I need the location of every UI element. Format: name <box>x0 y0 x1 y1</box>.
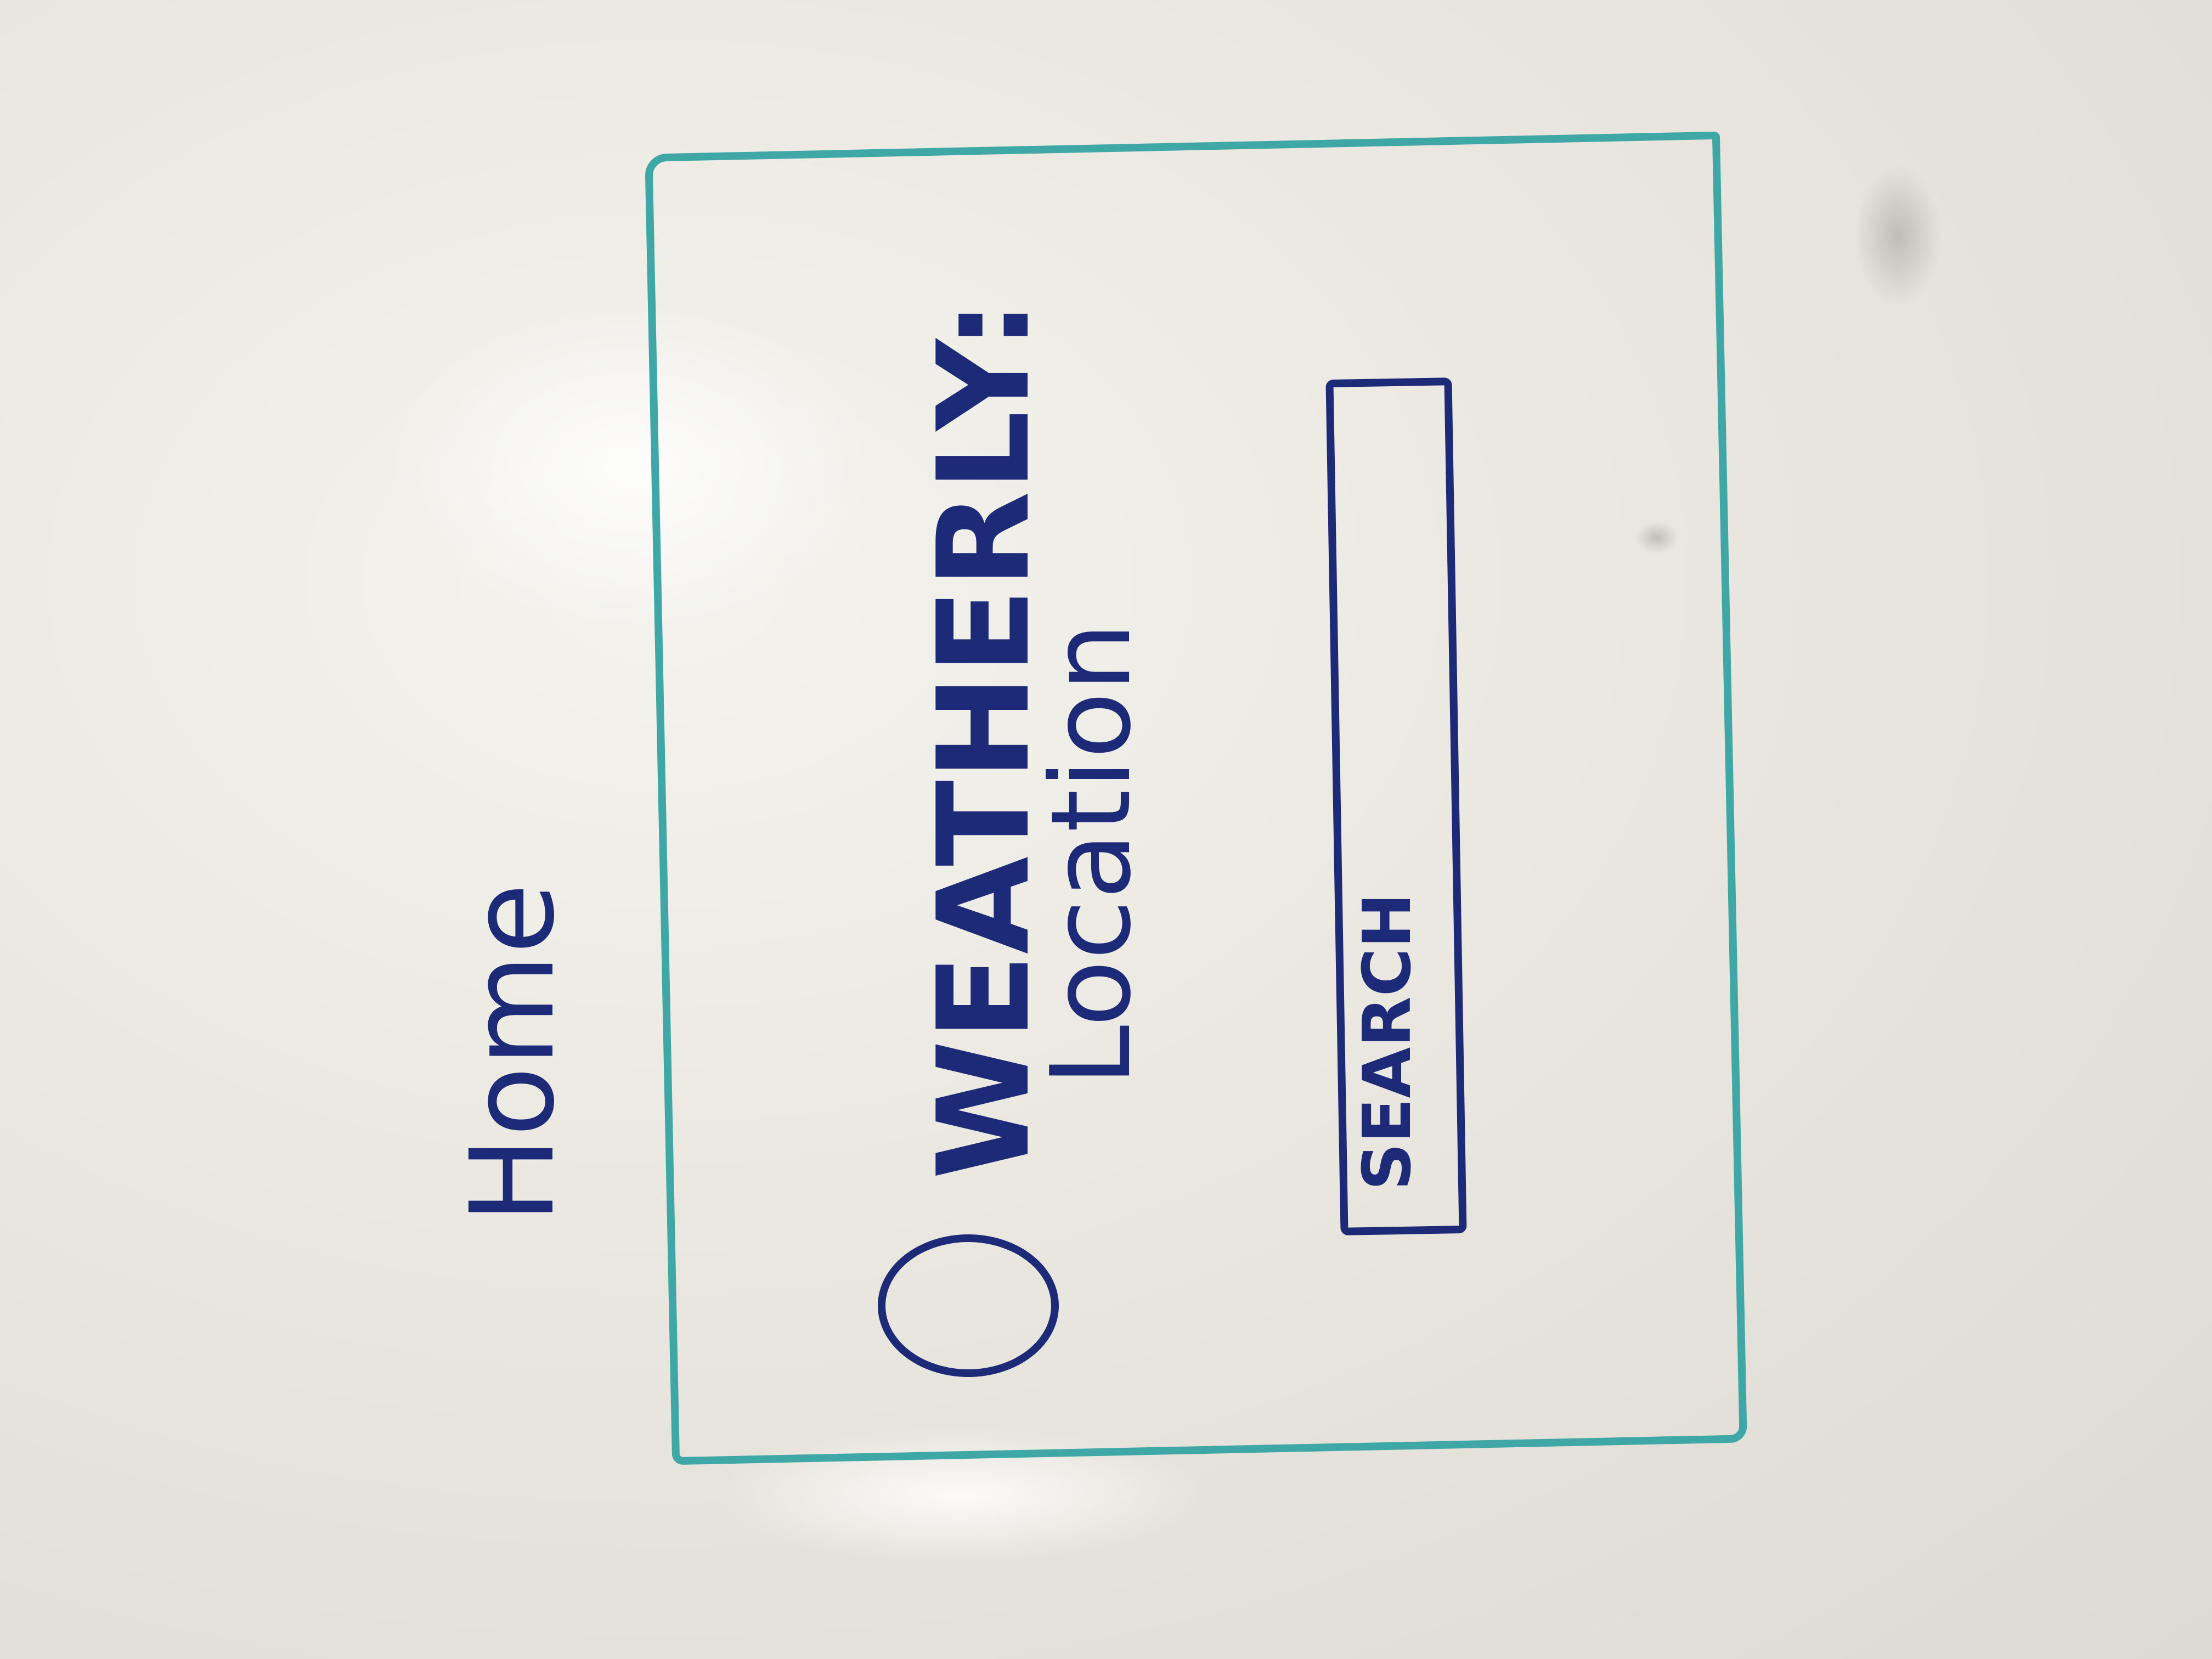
page-title: Home <box>445 883 580 1223</box>
location-label: Location <box>1028 622 1155 1086</box>
search-button[interactable]: SEARCH <box>1350 893 1426 1190</box>
circle-logo-icon <box>878 1234 1059 1377</box>
screen-frame <box>645 131 1747 1465</box>
smudge <box>1854 165 1942 307</box>
